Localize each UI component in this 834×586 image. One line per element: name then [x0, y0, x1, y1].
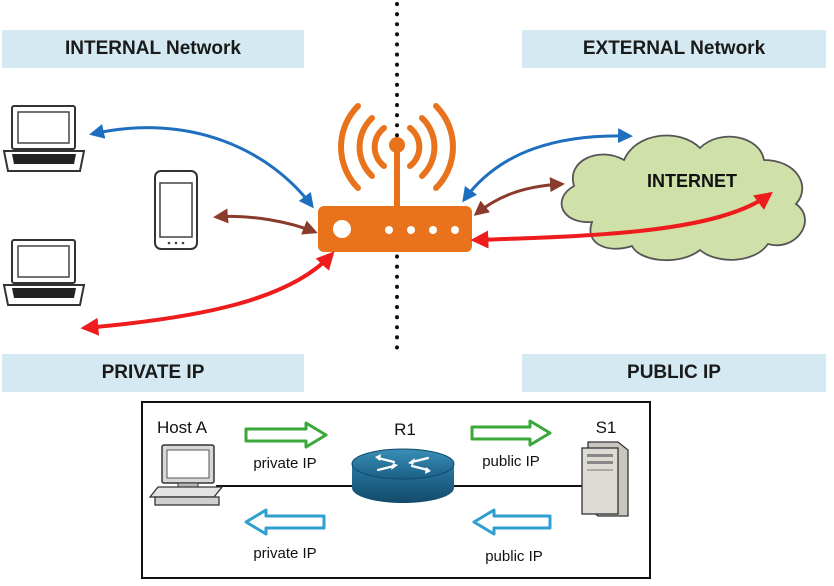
public-ip-inbound-label: public IP — [485, 548, 543, 565]
external-network-banner: EXTERNAL Network — [522, 30, 826, 68]
private-ip-outbound-arrow — [244, 421, 328, 449]
internet-cloud-icon — [560, 134, 806, 262]
s1-label: S1 — [596, 418, 617, 437]
private-ip-outbound-label: private IP — [253, 455, 316, 472]
laptop1-router-arrow — [89, 124, 314, 209]
wireless-router-icon — [318, 137, 472, 252]
laptop2-router-arrow — [80, 251, 335, 336]
smartphone-icon — [154, 170, 198, 250]
router-internet-red-arrow — [470, 191, 773, 249]
internal-network-banner: INTERNAL Network — [2, 30, 304, 68]
private-ip-banner: PRIVATE IP — [2, 354, 304, 392]
wireless-signal-icon — [338, 103, 456, 191]
r1-label: R1 — [394, 420, 416, 439]
public-ip-inbound-arrow — [472, 508, 552, 536]
internet-label: INTERNET — [647, 171, 737, 191]
public-ip-banner: PUBLIC IP — [522, 354, 826, 392]
r1-router-icon — [351, 448, 455, 503]
s1-server-icon — [581, 441, 629, 517]
public-ip-outbound-arrow — [470, 419, 552, 447]
phone-router-arrow — [213, 208, 318, 235]
laptop-2-icon — [2, 239, 86, 306]
private-ip-inbound-arrow — [244, 508, 326, 536]
private-ip-inbound-label: private IP — [253, 545, 316, 562]
public-ip-outbound-label: public IP — [482, 453, 540, 470]
laptop-1-icon — [2, 105, 86, 172]
host-a-computer-icon — [148, 444, 224, 506]
host-a-label: Host A — [157, 418, 208, 437]
router-internet-brown-arrow — [473, 177, 565, 216]
